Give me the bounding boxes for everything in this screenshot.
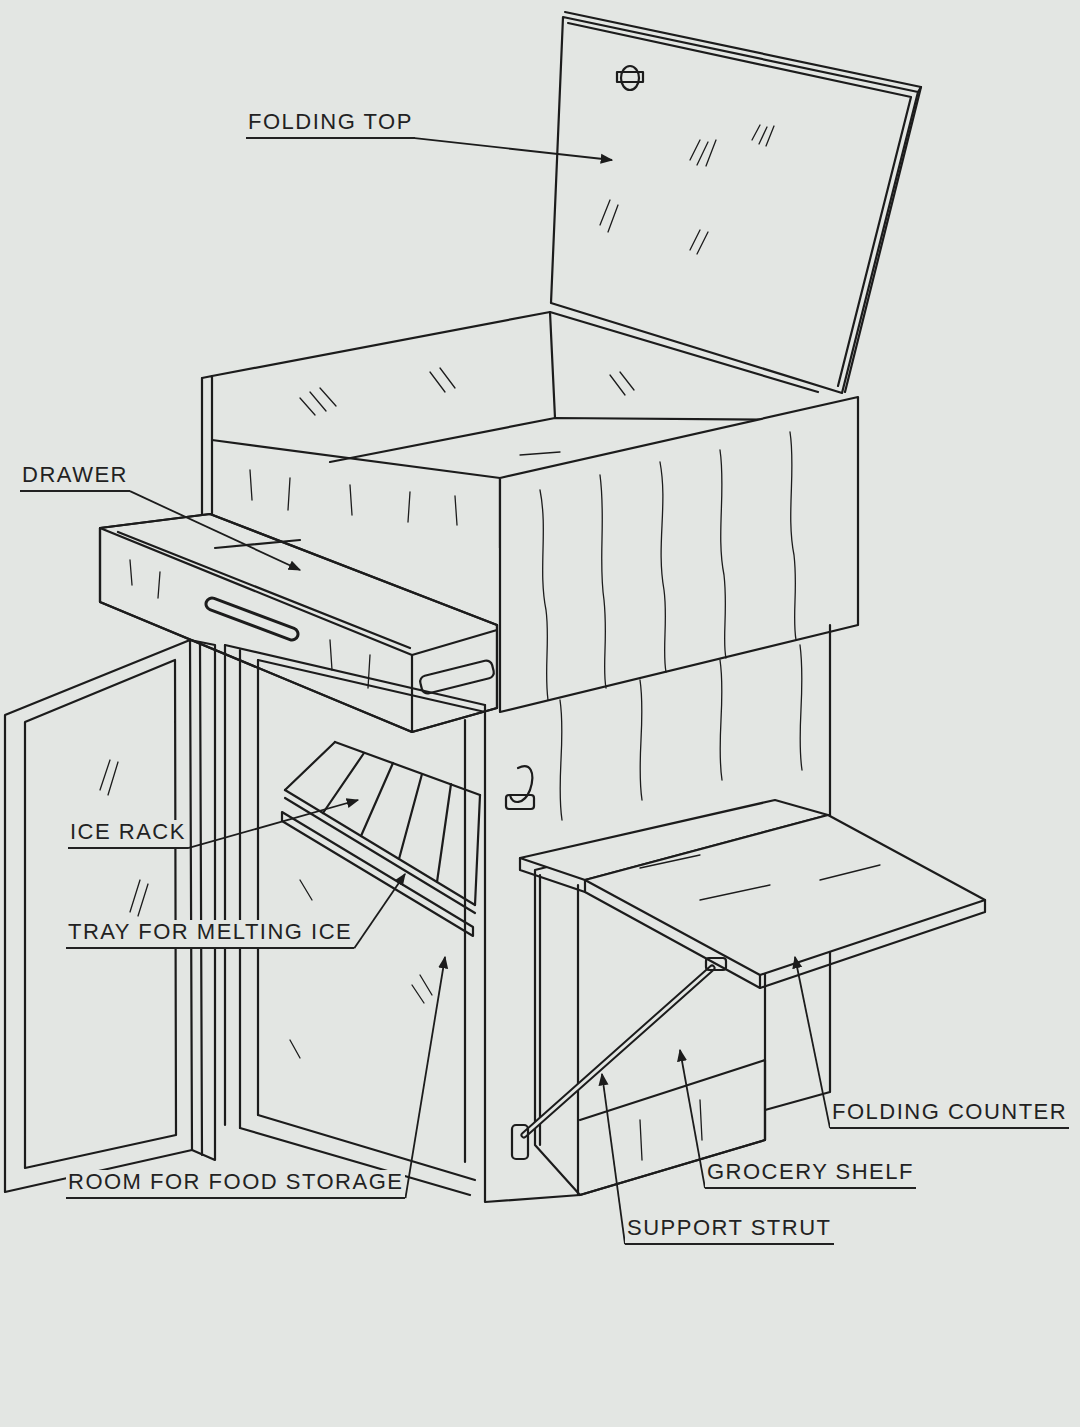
- drawer-drawing: [100, 528, 412, 732]
- part-label: GROCERY SHELF: [705, 1160, 916, 1189]
- lower-cabinet-drawing: [506, 795, 534, 809]
- side-panel-drawing: [660, 462, 666, 672]
- lower-cabinet-drawing: [225, 645, 485, 705]
- part-label: FOLDING COUNTER: [830, 1100, 1069, 1129]
- lower-cabinet-drawing: [239, 650, 241, 1128]
- upper-compartment-drawing: [212, 312, 818, 392]
- leader-line: [795, 957, 830, 1128]
- upper-compartment-drawing: [202, 376, 212, 440]
- leader-line: [188, 800, 358, 848]
- drawer-drawing: [212, 604, 292, 634]
- door-drawing: [25, 660, 176, 1168]
- leader-line: [415, 138, 612, 160]
- upper-compartment-drawing: [211, 440, 213, 522]
- folding-counter-drawing: [640, 855, 880, 900]
- upper-compartment-drawing: [300, 388, 336, 415]
- upper-compartment-drawing: [520, 452, 560, 455]
- folding-counter-drawing: [585, 880, 985, 988]
- part-label: TRAY FOR MELTING ICE: [66, 920, 354, 949]
- leader-line: [354, 874, 405, 948]
- drawer-drawing: [412, 630, 497, 655]
- upper-compartment-drawing: [430, 368, 455, 392]
- side-panel-drawing: [600, 475, 606, 688]
- drawer-drawing: [100, 514, 497, 732]
- drawer-drawing: [212, 604, 292, 634]
- ice-rack-drawing: [335, 742, 480, 795]
- folding-top-drawing: [752, 125, 774, 146]
- side-panel-drawing: [500, 397, 858, 712]
- folding-counter-drawing: [524, 968, 712, 1135]
- door-drawing: [200, 644, 202, 1155]
- folding-top-drawing: [845, 87, 921, 392]
- drawer-drawing: [100, 514, 497, 732]
- folding-counter-drawing: [706, 958, 726, 970]
- side-panel-drawing: [540, 490, 548, 700]
- part-label: SUPPORT STRUT: [625, 1216, 834, 1245]
- part-label: DRAWER: [20, 463, 130, 492]
- upper-compartment-drawing: [610, 372, 634, 395]
- upper-compartment-drawing: [250, 470, 457, 525]
- leader-line: [602, 1074, 625, 1244]
- door-drawing: [190, 640, 215, 1160]
- folding-top-drawing: [621, 66, 639, 90]
- upper-compartment-drawing: [201, 378, 203, 525]
- folding-counter-drawing: [759, 975, 761, 988]
- lower-cabinet-drawing: [257, 660, 259, 1115]
- ice-rack-drawing: [282, 742, 480, 936]
- folding-counter-drawing: [524, 968, 712, 1135]
- folding-top-drawing: [617, 72, 643, 82]
- leader-line: [405, 957, 445, 1198]
- side-panel-drawing: [720, 450, 726, 658]
- folding-counter-drawing: [577, 885, 579, 1195]
- lower-cabinet-drawing: [510, 766, 532, 802]
- door-drawing: [5, 640, 215, 1192]
- folding-top-drawing: [600, 200, 618, 232]
- folding-top-drawing: [690, 230, 708, 254]
- lower-cabinet-drawing: [464, 720, 466, 1162]
- part-label: FOLDING TOP: [246, 110, 415, 139]
- drawer-drawing: [419, 659, 495, 694]
- side-panel-drawing: [500, 397, 858, 712]
- side-panel-drawing: [790, 432, 796, 640]
- door-drawing: [5, 640, 192, 1192]
- folding-counter-drawing: [512, 1125, 528, 1159]
- drawer-drawing: [118, 532, 410, 648]
- lower-cabinet-drawing: [290, 880, 432, 1058]
- lower-cabinet-drawing: [224, 645, 226, 1125]
- leader-line: [680, 1050, 705, 1188]
- lower-cabinet-drawing: [258, 660, 485, 712]
- ice-rack-drawing: [282, 812, 473, 936]
- lower-cabinet-drawing: [560, 645, 802, 820]
- ice-rack-drawing: [475, 795, 480, 905]
- folding-top-drawing: [565, 12, 921, 92]
- leader-lines: [130, 138, 830, 1244]
- folding-top-drawing: [551, 12, 921, 393]
- ice-rack-drawing: [285, 742, 335, 790]
- folding-counter-drawing: [512, 800, 985, 1195]
- folding-top-drawing: [690, 140, 716, 166]
- drawer-drawing: [130, 560, 370, 688]
- part-label: ICE RACK: [68, 820, 188, 849]
- folding-counter-drawing: [585, 815, 985, 975]
- folding-top-drawing: [551, 17, 918, 393]
- upper-compartment-drawing: [550, 312, 555, 418]
- folding-counter-drawing: [539, 875, 541, 1145]
- ice-rack-drawing: [323, 753, 451, 882]
- drawer-drawing: [215, 540, 300, 548]
- leader-line: [130, 491, 300, 570]
- folding-counter-drawing: [640, 1100, 702, 1160]
- folding-counter-drawing: [520, 858, 585, 892]
- part-label: ROOM FOR FOOD STORAGE: [66, 1170, 405, 1199]
- ice-rack-drawing: [285, 790, 475, 905]
